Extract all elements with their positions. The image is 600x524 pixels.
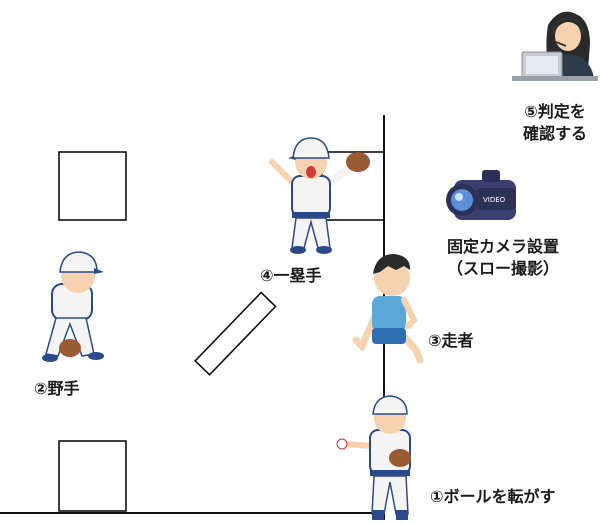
video-camera-icon (446, 170, 516, 220)
judge-label-line2: 確認する (522, 124, 587, 143)
camera-label: 固定カメラ設置 （スロー撮影） (428, 236, 578, 280)
first-baseman-label: ④一塁手 (260, 266, 322, 285)
judge-label: ⑤判定を 確認する (510, 101, 600, 145)
pitcher-plate (194, 291, 277, 376)
fielder-icon (42, 251, 104, 362)
roller-label: ①ボールを転がす (430, 487, 556, 506)
runner-icon (352, 254, 424, 364)
judge-person-icon (512, 11, 598, 81)
pitcher-icon (336, 395, 411, 520)
home-plate-box (58, 440, 127, 512)
runner-label: ③走者 (428, 331, 474, 350)
camera-badge-text: VIDEO (483, 196, 506, 204)
second-base-box (58, 151, 127, 221)
first-baseman-icon (269, 137, 370, 254)
camera-label-line1: 固定カメラ設置 (446, 237, 559, 256)
fielder-label: ②野手 (34, 379, 80, 398)
camera-label-line2: （スロー撮影） (446, 259, 559, 278)
judge-label-line1: ⑤判定を (524, 102, 586, 121)
